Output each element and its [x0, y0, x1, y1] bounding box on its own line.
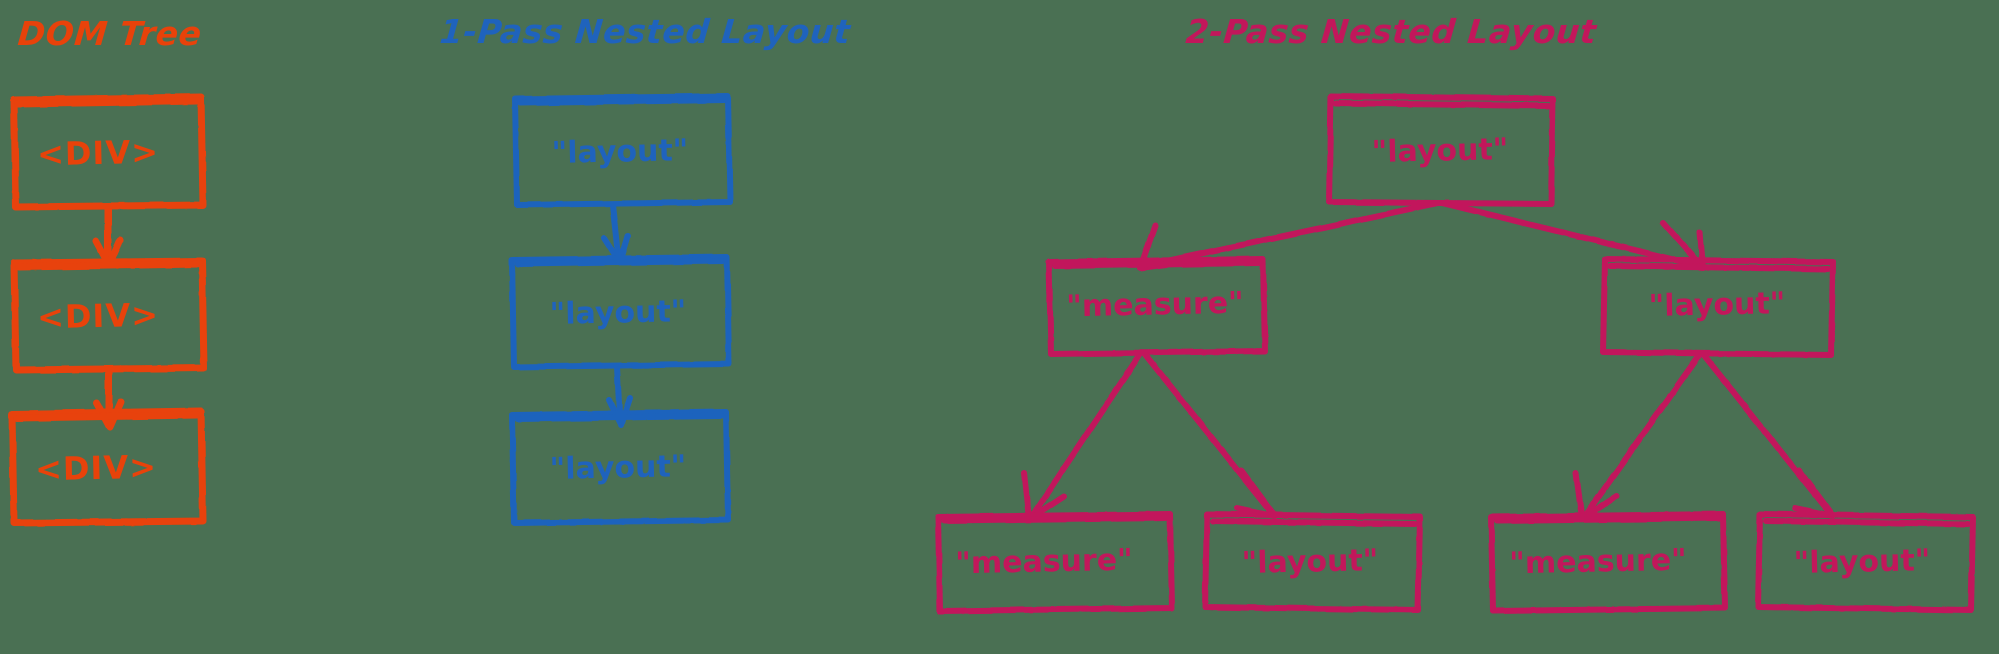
dom-node-3-box[interactable] — [8, 407, 207, 527]
two-pass-leaf-3-box[interactable] — [1488, 511, 1728, 614]
two-pass-edge-midright-leaf3 — [1573, 351, 1703, 522]
two-pass-edge-midleft-leaf2 — [1141, 350, 1278, 519]
two-pass-edge-midright-leaf4 — [1700, 351, 1836, 519]
dom-tree-graph — [8, 93, 208, 527]
dom-edge-1-arrow — [92, 203, 124, 269]
two-pass-mid-left-box[interactable] — [1046, 256, 1268, 357]
one-pass-node-2-box[interactable] — [509, 254, 732, 370]
two-pass-leaf-4-box[interactable] — [1755, 511, 1976, 613]
one-pass-edge-1-arrow — [601, 202, 631, 266]
one-pass-node-1-box[interactable] — [512, 93, 733, 208]
two-pass-leaf-1-box[interactable] — [935, 511, 1175, 614]
dom-node-1-box[interactable] — [10, 93, 207, 211]
two-pass-edge-midleft-leaf1 — [1021, 350, 1144, 522]
two-pass-leaf-2-box[interactable] — [1202, 511, 1423, 613]
dom-node-2-box[interactable] — [10, 257, 208, 374]
two-pass-graph — [935, 93, 1976, 614]
two-pass-root-box[interactable] — [1326, 93, 1556, 207]
two-pass-mid-right-box[interactable] — [1600, 256, 1836, 358]
one-pass-graph — [509, 93, 733, 526]
one-pass-node-3-box[interactable] — [509, 409, 731, 526]
